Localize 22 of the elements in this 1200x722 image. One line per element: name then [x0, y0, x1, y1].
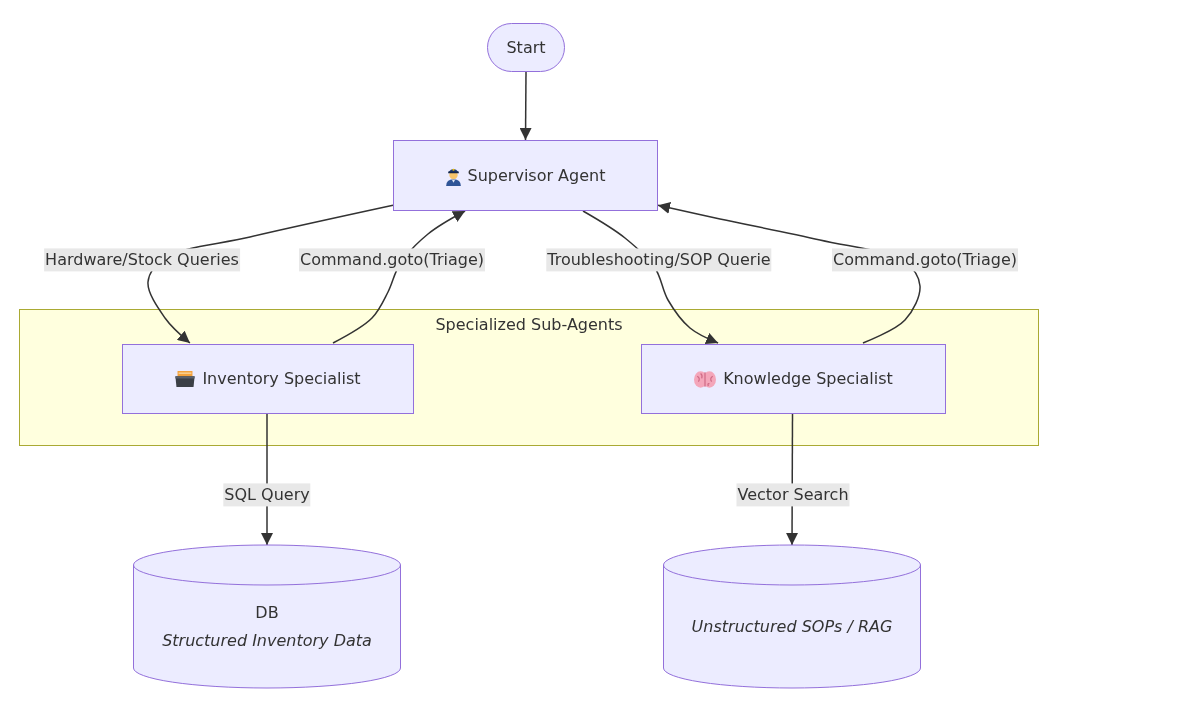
- arrow: [519, 71, 532, 141]
- database-cylinder: [663, 545, 921, 688]
- node-label: Supervisor Agent: [467, 165, 606, 186]
- edge-label: Vector Search: [736, 483, 850, 507]
- edge-label: Hardware/Stock Queries: [44, 248, 240, 272]
- node-label: DB: [255, 602, 279, 623]
- start-terminal: [487, 23, 565, 72]
- edge-label: Troubleshooting/SOP Querie: [546, 248, 772, 272]
- group-container: [19, 309, 1039, 446]
- description-label: Structured Inventory Data: [162, 630, 372, 651]
- process-box: [641, 344, 946, 414]
- process-box: [393, 140, 658, 211]
- edge-label: Command.goto(Triage): [298, 248, 486, 272]
- process-box: [122, 344, 414, 414]
- description-label: Unstructured SOPs / RAG: [691, 616, 893, 637]
- node-label: Inventory Specialist: [202, 369, 361, 389]
- node-label: Knowledge Specialist: [723, 369, 893, 389]
- database-cylinder: [133, 545, 401, 688]
- node-label: Start: [506, 37, 546, 58]
- group-title: Specialized Sub-Agents: [435, 315, 623, 335]
- edge-label: SQL Query: [223, 483, 311, 507]
- edge-label: Command.goto(Triage): [831, 248, 1019, 272]
